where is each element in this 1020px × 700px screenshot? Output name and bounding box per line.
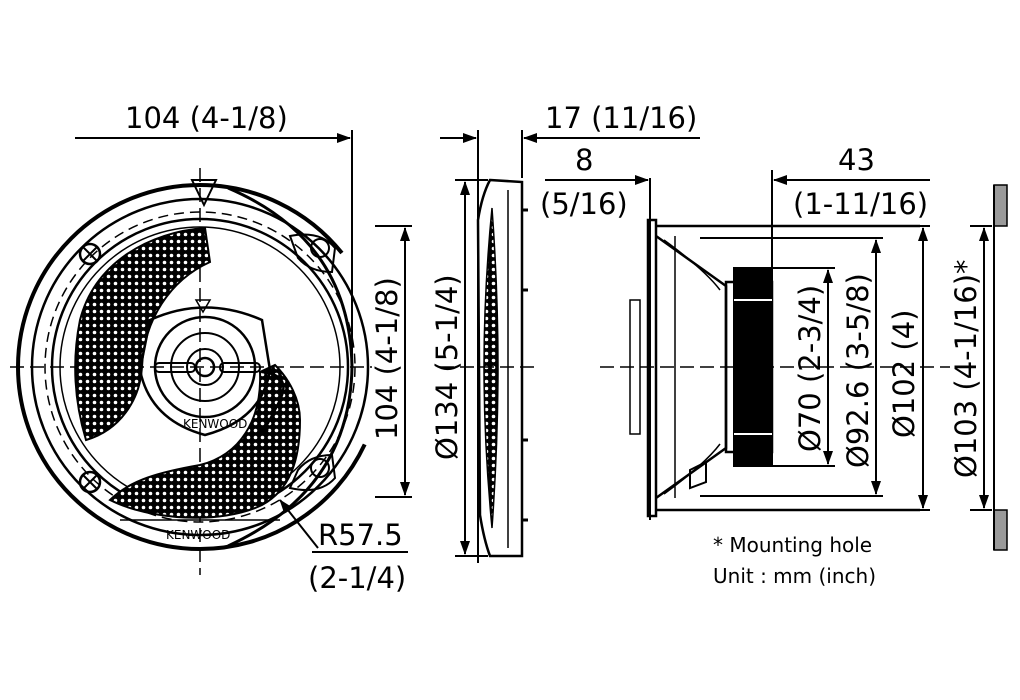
side-clips bbox=[522, 208, 528, 522]
bezel-brand-label: KENWOOD bbox=[166, 528, 230, 542]
side-dimensions bbox=[440, 133, 700, 557]
mounting-note: * Mounting hole bbox=[713, 533, 872, 557]
grille-profile bbox=[476, 178, 524, 558]
tweeter-brand-label: KENWOOD bbox=[183, 417, 247, 431]
side-view-grille bbox=[440, 130, 540, 563]
top-notch bbox=[190, 179, 218, 208]
radius-inch-label: (2-1/4) bbox=[308, 561, 406, 595]
mount-tab-bottom bbox=[288, 453, 337, 491]
radius-leader bbox=[279, 499, 319, 549]
cone-edge bbox=[629, 299, 641, 435]
overall-dia-label: Ø134 (5-1/4) bbox=[430, 274, 464, 460]
profile-view bbox=[600, 170, 950, 520]
body-dia-label: Ø102 (4) bbox=[887, 310, 921, 438]
terminal bbox=[689, 460, 707, 490]
center-notch bbox=[194, 299, 212, 314]
tweeter-bar-left bbox=[154, 362, 196, 373]
frame-dia-label: Ø92.6 (3-5/8) bbox=[841, 273, 875, 468]
grille-mesh-side bbox=[483, 207, 499, 529]
mount-dia-label: Ø103 (4-1/16)* bbox=[949, 259, 983, 478]
lead-wire bbox=[261, 370, 285, 429]
grille-depth-label: 17 (11/16) bbox=[545, 101, 697, 135]
tweeter-ring-inner bbox=[186, 348, 224, 386]
tweeter-housing bbox=[138, 306, 272, 437]
radius-value-label: R57.5 bbox=[318, 518, 403, 552]
front-view: KENWOOD KENWOOD bbox=[10, 168, 408, 575]
flange bbox=[646, 218, 658, 518]
mount-hole-top bbox=[310, 238, 330, 258]
tweeter-bar-right bbox=[219, 362, 261, 373]
lead-terminal bbox=[259, 425, 269, 435]
mount-tab-top bbox=[288, 233, 337, 274]
grille-lower-right bbox=[108, 363, 302, 519]
depth-value-label: 43 bbox=[838, 143, 875, 177]
unit-note: Unit : mm (inch) bbox=[713, 564, 876, 588]
magnet bbox=[733, 267, 773, 467]
tweeter-ring-mid bbox=[170, 332, 240, 402]
bezel-ring-1 bbox=[30, 197, 370, 537]
depth-inch-label: (1-11/16) bbox=[793, 187, 928, 221]
dashed-mount-circle bbox=[44, 211, 356, 523]
magnet-dia-label: Ø70 (2-3/4) bbox=[793, 285, 827, 452]
mount-hole-bottom bbox=[310, 458, 330, 478]
front-height-label: 104 (4-1/8) bbox=[370, 277, 404, 440]
front-dimensions bbox=[75, 130, 412, 498]
flange-inch-label: (5/16) bbox=[540, 187, 628, 221]
outer-rim bbox=[16, 183, 384, 551]
profile-dimensions bbox=[545, 175, 992, 511]
mounting-panel bbox=[993, 184, 1008, 551]
screw-top-left bbox=[78, 242, 102, 266]
flange-value-label: 8 bbox=[575, 143, 593, 177]
screw-bottom-left bbox=[78, 470, 102, 494]
front-width-label: 104 (4-1/8) bbox=[125, 101, 288, 135]
